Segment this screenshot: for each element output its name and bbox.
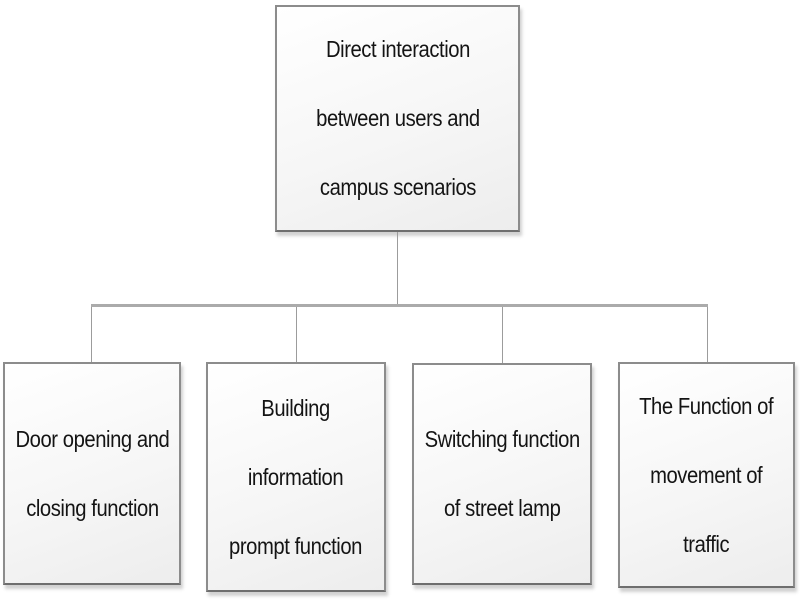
connector-drop-door [91, 307, 92, 362]
connector-rail [91, 304, 708, 307]
diagram-node-street-lamp: Switching function of street lamp [412, 363, 592, 585]
node-label: Switching function of street lamp [424, 426, 580, 521]
root-node-label: Direct interaction between users and cam… [315, 36, 480, 200]
diagram-node-door-function: Door opening and closing function [3, 362, 181, 585]
connector-drop-traffic [707, 307, 708, 362]
connector-root-stem [397, 232, 398, 305]
connector-drop-lamp [502, 307, 503, 363]
diagram-node-root: Direct interaction between users and cam… [275, 5, 520, 232]
node-label: The Function of movement of traffic [639, 392, 774, 557]
diagram-node-building-info: Building information prompt function [206, 362, 386, 592]
node-label: Door opening and closing function [15, 425, 169, 521]
node-label: Building information prompt function [229, 394, 363, 559]
connector-drop-building [296, 307, 297, 362]
diagram-node-traffic-movement: The Function of movement of traffic [618, 362, 795, 588]
